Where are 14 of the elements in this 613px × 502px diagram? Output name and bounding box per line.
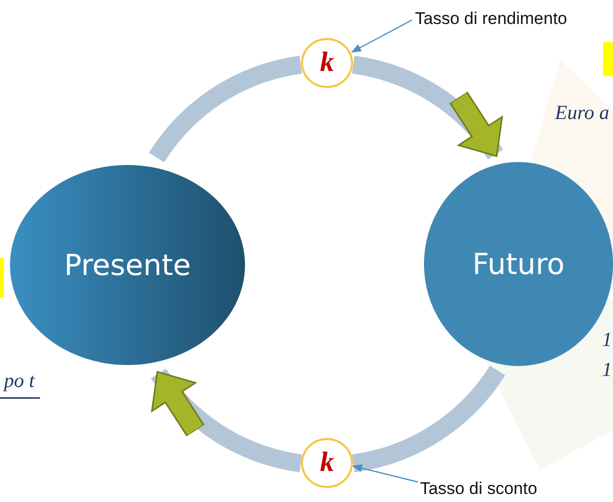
annotation-text: Tasso di rendimento: [415, 9, 568, 29]
formula-fragment: 1: [601, 330, 613, 350]
rate-symbol: k: [320, 447, 334, 479]
rate-circle: [301, 38, 353, 88]
text-fragment: Euro a: [554, 103, 610, 123]
rate-circle: [301, 438, 353, 488]
leader-arrow: [352, 464, 418, 483]
annotation-text: Tasso di sconto: [420, 479, 538, 499]
leader-arrow: [351, 19, 412, 53]
formula-fragment: 1: [601, 360, 613, 380]
rate-symbol: k: [320, 47, 334, 79]
text-fragment: po t: [2, 371, 36, 391]
node-label: Presente: [64, 248, 191, 282]
node-label: Futuro: [472, 247, 565, 281]
